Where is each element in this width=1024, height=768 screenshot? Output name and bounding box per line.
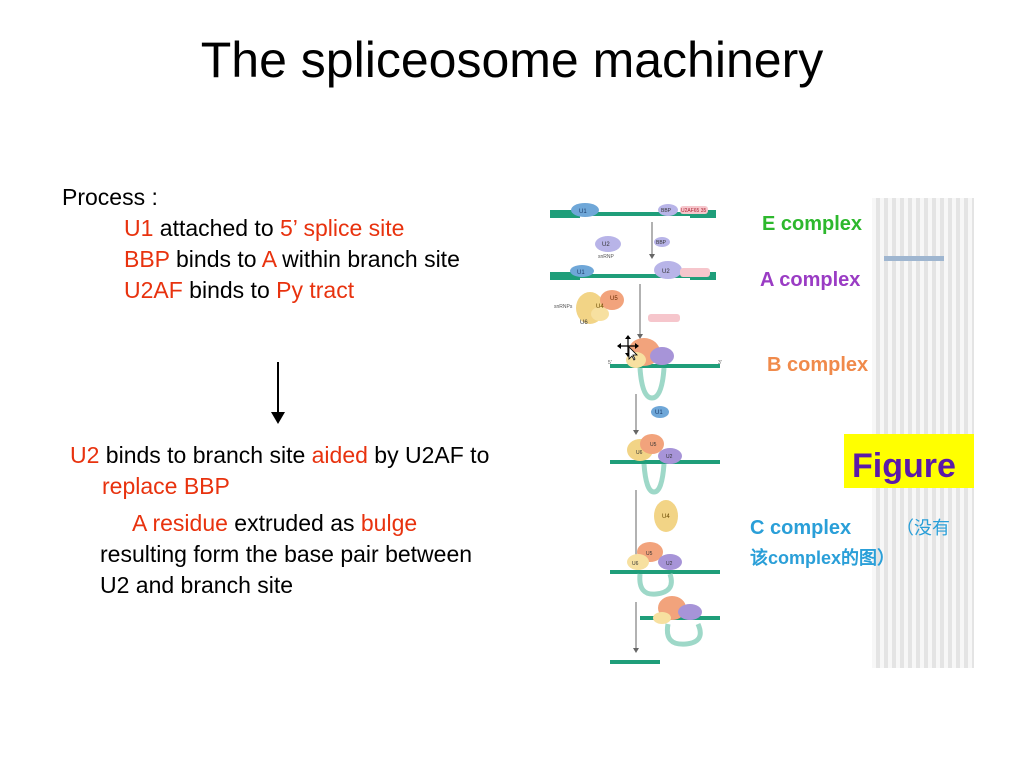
- a-complex-diagram: U1 U2: [550, 261, 716, 280]
- process-text: Process : U1 attached to 5’ splice site …: [62, 182, 502, 306]
- u2-paragraph: U2 binds to branch site aided by U2AF to…: [70, 440, 500, 502]
- label-u5-4: U5: [650, 442, 657, 448]
- label-5prime-b: 5': [608, 360, 612, 366]
- branch-text: within branch site: [275, 246, 460, 272]
- blue-bar: [884, 256, 944, 261]
- label-u2-4: U2: [666, 454, 673, 460]
- striped-panel: [872, 198, 974, 668]
- figure-tag: [844, 434, 974, 488]
- label-snrnp: snRNP: [598, 254, 615, 260]
- e-complex-label: E complex: [762, 213, 862, 235]
- spliceosome-figure: U1 BBP U2AF65 35 U2 snRNP BBP U1 U2 U4 U…: [520, 198, 974, 668]
- u2-binding-text: U2 binds to branch site aided by U2AF to…: [70, 440, 500, 601]
- post-splicing-diagram: [640, 596, 720, 647]
- a-complex-label: A complex: [760, 269, 860, 291]
- down-arrow-shaft: [277, 362, 279, 414]
- label-u6-4: U6: [636, 450, 643, 456]
- label-u1-2: U1: [577, 270, 585, 276]
- label-bbp-1: BBP: [661, 208, 672, 214]
- u2-text-2: by U2AF to: [367, 442, 490, 468]
- process-label: Process :: [62, 184, 158, 210]
- u2af-term: U2AF: [124, 277, 183, 303]
- label-3prime-b: 3': [718, 360, 722, 366]
- replace-bbp-term: replace BBP: [102, 473, 230, 499]
- slide-title: The spliceosome machinery: [200, 32, 824, 88]
- a-residue-term: A residue: [132, 510, 228, 536]
- process-line-bbp: BBP binds to A within branch site: [62, 244, 502, 275]
- label-u1-out: U1: [655, 410, 663, 416]
- label-u2af-1: U2AF65 35: [681, 208, 707, 214]
- spliced-mrna: [610, 660, 660, 664]
- u1-term: U1: [124, 215, 154, 241]
- label-u6-free: U6: [580, 320, 588, 326]
- bbp-text: binds to: [169, 246, 262, 272]
- c-complex-label: C complex: [750, 517, 851, 539]
- label-u2-5: U2: [666, 561, 673, 567]
- u2-term: U2: [70, 442, 100, 468]
- a-term: A: [261, 246, 276, 272]
- activated-complex-diagram: U6 U5 U2: [610, 434, 720, 495]
- process-line-u1: U1 attached to 5’ splice site: [62, 213, 502, 244]
- label-u5-5: U5: [646, 551, 653, 557]
- bulge-term: bulge: [360, 510, 418, 536]
- label-u1-1: U1: [579, 209, 587, 215]
- label-u2-free: U2: [602, 242, 610, 248]
- label-u4-free: U4: [596, 304, 604, 310]
- label-u4-out: U4: [662, 514, 670, 520]
- u1-text: attached to: [153, 215, 280, 241]
- down-arrow-icon: [271, 412, 285, 424]
- c-complex-diagram: U5 U6 U2: [610, 542, 720, 597]
- move-cursor-icon: [617, 335, 639, 361]
- label-u5-free: U5: [610, 296, 618, 302]
- label-snrnps: snRNPs: [554, 304, 573, 310]
- label-bbp-out: BBP: [656, 240, 667, 246]
- bbp-term: BBP: [124, 246, 170, 272]
- label-u2-2: U2: [662, 269, 670, 275]
- u2af-text: binds to: [182, 277, 277, 303]
- c-complex-note-2: 该complex的图）: [750, 547, 895, 568]
- e-complex-diagram: U1 BBP U2AF65 35: [550, 203, 716, 218]
- bulge-text-2: resulting form the base pair between U2 …: [100, 541, 473, 598]
- b-complex-label: B complex: [767, 354, 868, 376]
- u2-text: binds to branch site: [99, 442, 312, 468]
- py-tract-term: Py tract: [276, 277, 355, 303]
- bulge-paragraph: A residue extruded as bulge resulting fo…: [70, 508, 500, 601]
- aided-term: aided: [311, 442, 368, 468]
- splice-site-term: 5’ splice site: [280, 215, 405, 241]
- bulge-text: extruded as: [227, 510, 361, 536]
- label-u6-5: U6: [632, 561, 639, 567]
- figure-tag-text: Figure: [852, 447, 956, 485]
- c-complex-note-1: （没有: [896, 518, 950, 538]
- process-line-u2af: U2AF binds to Py tract: [62, 275, 502, 306]
